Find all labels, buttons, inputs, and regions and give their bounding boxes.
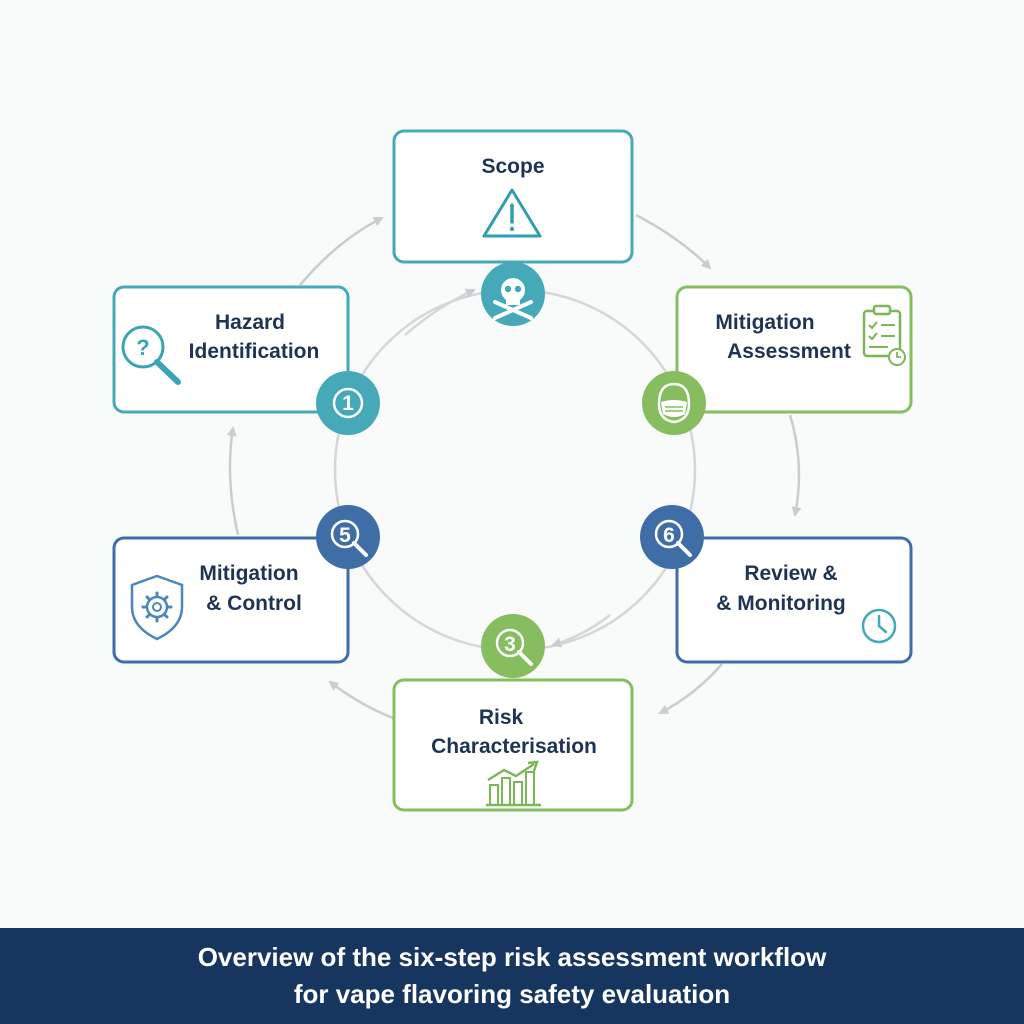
hazard-identification-label-line2: Identification — [189, 340, 320, 363]
svg-text:5: 5 — [339, 524, 351, 547]
step-1-badge: 1 — [316, 371, 380, 435]
inner-ring-arrow — [404, 288, 476, 336]
skull-crossbones-icon — [493, 278, 533, 320]
caption-line-1: Overview of the six-step risk assessment… — [197, 942, 827, 972]
cycle-arrow — [788, 414, 802, 517]
clock-icon — [861, 608, 897, 644]
cycle-arrow — [635, 213, 712, 270]
scope-label: Scope — [481, 155, 544, 178]
caption-line-2: for vape flavoring safety evaluation — [293, 979, 731, 1009]
mitigation-assessment-box — [675, 285, 913, 414]
inner-cycle-ring — [333, 288, 697, 652]
step-scope: Scope — [392, 129, 634, 264]
mitigation-control-box — [112, 536, 350, 664]
step-review-monitoring: Review & & Monitoring — [675, 536, 913, 664]
clipboard-checklist-icon — [862, 304, 906, 366]
svg-text:1: 1 — [342, 392, 354, 415]
review-monitoring-box — [675, 536, 913, 664]
risk-characterisation-label-line2: Characterisation — [431, 735, 597, 758]
step-hazard-identification: ? Hazard Identification — [112, 285, 350, 414]
magnifier-question-icon: ? — [121, 325, 181, 385]
step-mitigation-assessment: Mitigation Assessment — [675, 285, 913, 414]
review-monitoring-label-line2: & Monitoring — [716, 592, 845, 615]
mitigation-control-label-line2: & Control — [206, 592, 302, 615]
step-mitigation-control: Mitigation & Control — [112, 536, 350, 664]
review-monitoring-label-line1: Review & — [744, 562, 837, 585]
mitigation-assessment-label-line2: Assessment — [727, 340, 851, 363]
mitigation-control-label-line1: Mitigation — [199, 562, 298, 585]
inner-ring-arrow — [551, 614, 611, 648]
hazard-identification-label-line1: Hazard — [215, 311, 285, 334]
svg-text:3: 3 — [504, 633, 516, 656]
step-3-badge: 3 — [481, 614, 545, 678]
svg-text:?: ? — [136, 335, 149, 360]
face-mask-icon — [657, 382, 691, 424]
risk-characterisation-label-line1: Risk — [479, 706, 524, 729]
cycle-arrow — [658, 663, 723, 715]
caption-bar: Overview of the six-step risk assessment… — [0, 928, 1024, 1024]
svg-text:6: 6 — [663, 524, 675, 547]
warning-triangle-icon — [482, 188, 542, 238]
cycle-arrow — [328, 680, 394, 720]
bar-chart-growth-icon — [486, 760, 541, 807]
step-risk-characterisation: Risk Characterisation — [392, 678, 634, 812]
risk-characterisation-box — [392, 678, 634, 812]
mitigation-assessment-badge — [642, 371, 706, 435]
scope-badge — [481, 262, 545, 326]
shield-gear-icon — [130, 574, 184, 641]
cycle-arrow — [299, 216, 384, 286]
scope-box — [392, 129, 634, 264]
cycle-arrow — [226, 426, 240, 536]
step-6-badge: 6 — [640, 505, 704, 569]
mitigation-assessment-label-line1: Mitigation — [715, 311, 814, 334]
step-5-badge: 5 — [316, 505, 380, 569]
